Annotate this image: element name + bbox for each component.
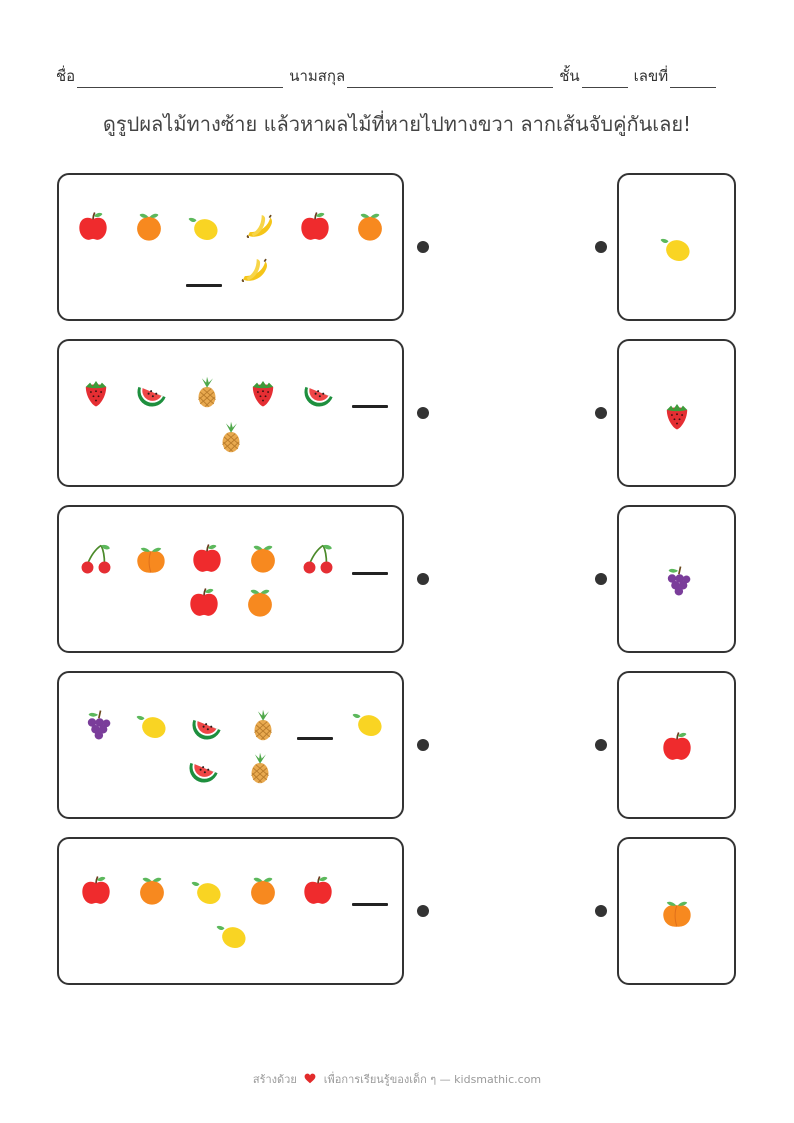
answer-box[interactable] bbox=[617, 339, 736, 487]
missing-blank bbox=[352, 572, 388, 575]
answer-box[interactable] bbox=[617, 505, 736, 653]
class-field[interactable] bbox=[581, 71, 628, 88]
footer-tagline[interactable]: เพื่อการเรียนรู้ของเด็ก ๆ — kidsmathic.c… bbox=[323, 1073, 542, 1086]
pineapple-icon bbox=[243, 751, 277, 785]
strawberry-icon bbox=[660, 398, 694, 432]
apple-icon bbox=[660, 730, 694, 764]
exercise-row-1 bbox=[0, 173, 794, 323]
orange-icon bbox=[132, 210, 166, 244]
pattern-box bbox=[57, 671, 404, 819]
missing-blank bbox=[352, 405, 388, 408]
answer-box[interactable] bbox=[617, 173, 736, 321]
exercise-row-5 bbox=[0, 837, 794, 987]
surname-field[interactable] bbox=[347, 71, 554, 88]
apple-icon bbox=[187, 586, 221, 620]
watermelon-icon bbox=[190, 708, 224, 742]
name-field[interactable] bbox=[77, 71, 284, 88]
student-info-header: ชื่อ นามสกุล ชั้น เลขที่ bbox=[56, 64, 748, 88]
class-label: ชั้น bbox=[559, 67, 580, 85]
footer: สร้างด้วย เพื่อการเรียนรู้ของเด็ก ๆ — ki… bbox=[0, 1070, 794, 1088]
orange-icon bbox=[243, 586, 277, 620]
grape-icon bbox=[661, 564, 695, 598]
left-match-dot[interactable] bbox=[417, 407, 429, 419]
pineapple-icon bbox=[246, 708, 280, 742]
right-match-dot[interactable] bbox=[595, 407, 607, 419]
lemon-icon bbox=[352, 706, 386, 740]
pattern-box bbox=[57, 837, 404, 985]
missing-blank bbox=[352, 903, 388, 906]
orange-icon bbox=[135, 874, 169, 908]
left-match-dot[interactable] bbox=[417, 573, 429, 585]
number-field[interactable] bbox=[670, 71, 717, 88]
right-match-dot[interactable] bbox=[595, 739, 607, 751]
lemon-icon bbox=[136, 708, 170, 742]
pineapple-icon bbox=[214, 420, 248, 454]
surname-label: นามสกุล bbox=[289, 67, 346, 85]
orange-icon bbox=[353, 210, 387, 244]
lemon-icon bbox=[188, 210, 222, 244]
answer-box[interactable] bbox=[617, 837, 736, 985]
left-match-dot[interactable] bbox=[417, 739, 429, 751]
right-match-dot[interactable] bbox=[595, 573, 607, 585]
exercise-row-4 bbox=[0, 671, 794, 821]
strawberry-icon bbox=[246, 375, 280, 409]
cherry-icon bbox=[301, 542, 335, 576]
number-label: เลขที่ bbox=[633, 67, 669, 85]
cherry-icon bbox=[79, 542, 113, 576]
lemon-icon bbox=[660, 231, 694, 265]
footer-made-with: สร้างด้วย bbox=[252, 1073, 297, 1086]
apple-icon bbox=[298, 210, 332, 244]
orange-icon bbox=[246, 874, 280, 908]
grape-icon bbox=[81, 708, 115, 742]
banana-icon bbox=[238, 254, 272, 288]
watermelon-icon bbox=[302, 375, 336, 409]
pattern-box bbox=[57, 339, 404, 487]
peach-icon bbox=[660, 896, 694, 930]
instruction-text: ดูรูปผลไม้ทางซ้าย แล้วหาผลไม้ที่หายไปทาง… bbox=[102, 112, 692, 136]
exercise-row-2 bbox=[0, 339, 794, 489]
heart-icon bbox=[304, 1073, 316, 1085]
strawberry-icon bbox=[79, 375, 113, 409]
apple-icon bbox=[76, 210, 110, 244]
exercise-row-3 bbox=[0, 505, 794, 655]
banana-icon bbox=[243, 210, 277, 244]
missing-blank bbox=[297, 737, 333, 740]
lemon-icon bbox=[216, 918, 250, 952]
left-match-dot[interactable] bbox=[417, 241, 429, 253]
orange-icon bbox=[246, 542, 280, 576]
apple-icon bbox=[301, 874, 335, 908]
pattern-box bbox=[57, 173, 404, 321]
right-match-dot[interactable] bbox=[595, 241, 607, 253]
apple-icon bbox=[190, 542, 224, 576]
watermelon-icon bbox=[187, 751, 221, 785]
right-match-dot[interactable] bbox=[595, 905, 607, 917]
pineapple-icon bbox=[190, 375, 224, 409]
name-label: ชื่อ bbox=[56, 67, 76, 85]
answer-box[interactable] bbox=[617, 671, 736, 819]
lemon-icon bbox=[191, 874, 225, 908]
watermelon-icon bbox=[135, 375, 169, 409]
pattern-box bbox=[57, 505, 404, 653]
apple-icon bbox=[79, 874, 113, 908]
missing-blank bbox=[186, 284, 222, 287]
left-match-dot[interactable] bbox=[417, 905, 429, 917]
peach-icon bbox=[134, 542, 168, 576]
